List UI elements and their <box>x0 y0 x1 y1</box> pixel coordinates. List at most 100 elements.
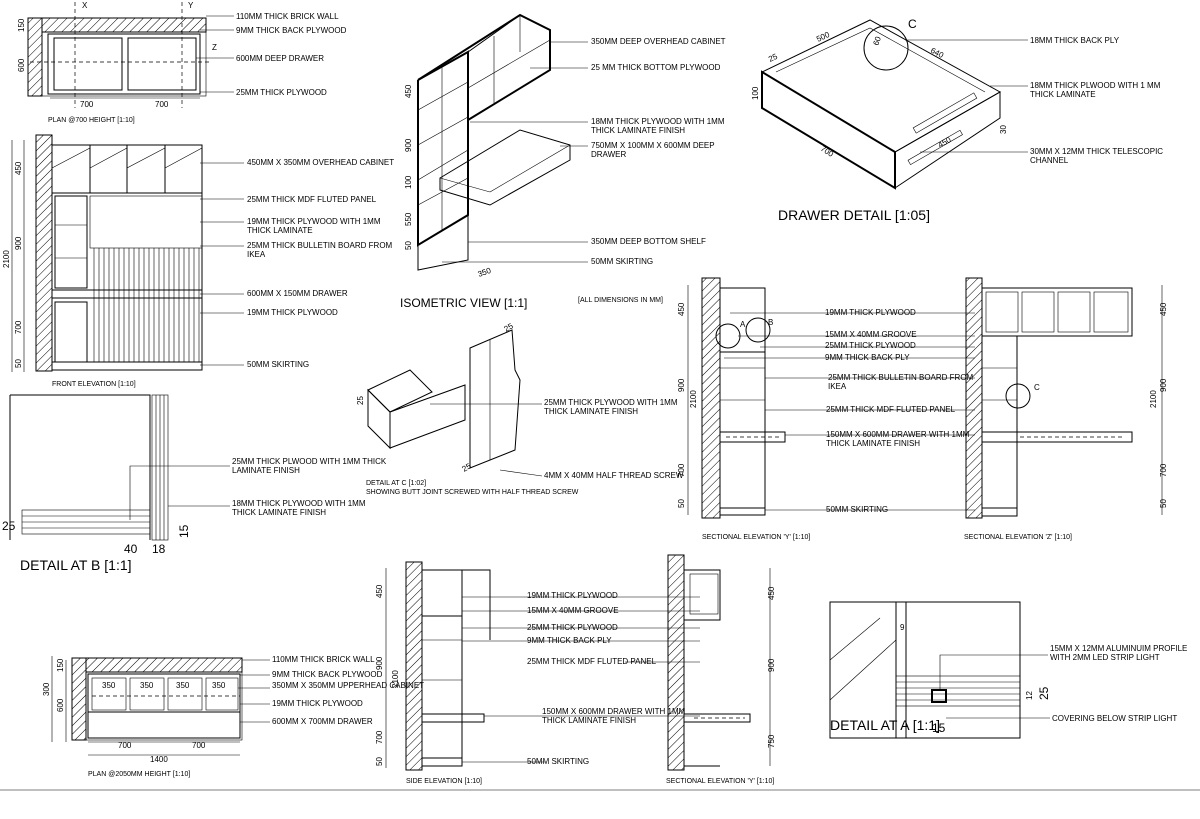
secy-label-mdf: 25MM THICK MDF FLUTED PANEL <box>826 405 956 414</box>
dim: 25 <box>356 396 365 405</box>
plan2050-label-cabinet: 350MM X 350MM UPPERHEAD CABINET <box>272 681 424 690</box>
front-label-skirting: 50MM SKIRTING <box>247 360 309 369</box>
dim: 350 <box>102 681 116 690</box>
dim: 15 <box>177 524 191 538</box>
dim: 900 <box>375 656 384 670</box>
dim: 150 <box>17 18 26 32</box>
dim: 450 <box>937 135 954 150</box>
dim: 25 <box>503 321 516 334</box>
front-label-plywood: 19MM THICK PLYWOOD <box>247 308 338 317</box>
dim: 450 <box>14 161 23 175</box>
dim: 12 <box>1025 691 1034 700</box>
dim: 700 <box>375 730 384 744</box>
dim: 900 <box>404 138 413 152</box>
sectional-z-title: SECTIONAL ELEVATION 'Z' [1:10] <box>964 534 1072 541</box>
dim: 25 <box>767 52 779 64</box>
dim: 700 <box>155 100 169 109</box>
detail-a-title: DETAIL AT A [1:1] <box>830 717 940 733</box>
dim: 1400 <box>150 755 168 764</box>
side-label-backply: 9MM THICK BACK PLY <box>527 636 612 645</box>
plan700-title: PLAN @700 HEIGHT [1:10] <box>48 117 135 124</box>
dim: 600 <box>17 58 26 72</box>
dim: 150 <box>56 658 65 672</box>
secy-label-backply: 9MM THICK BACK PLY <box>825 353 910 362</box>
sectional-y-bottom-view: 450 900 750 SECTIONAL ELEVATION 'Y' [1:1… <box>666 554 776 785</box>
dim: 750 <box>767 734 776 748</box>
dim: 450 <box>404 84 413 98</box>
dimensions-note: [ALL DIMENSIONS IN MM] <box>578 297 663 304</box>
sectional-y-top-view: A B 450 900 2100 700 50 19MM THICK PLYWO… <box>677 277 975 541</box>
dim: 640 <box>929 46 945 60</box>
plan2050-label-plywood: 19MM THICK PLYWOOD <box>272 699 363 708</box>
marker-b: B <box>768 318 773 327</box>
drawer-detail-view: C 500 640 25 60 100 700 30 450 18MM THIC… <box>751 17 1163 223</box>
dim: 700 <box>14 320 23 334</box>
dim: 30 <box>999 125 1008 134</box>
marker-a: A <box>740 320 746 329</box>
front-label-overhead: 450MM X 350MM OVERHEAD CABINET <box>247 158 394 167</box>
axis-z-label: Z <box>212 43 217 52</box>
secy-label-skirting: 50MM SKIRTING <box>826 505 888 514</box>
detail-a-view: 9 12 25 15 15MM X 12MM ALUMINUIM PROFILE… <box>829 601 1187 739</box>
marker-c: C <box>1034 383 1040 392</box>
plan700-label-plywood: 25MM THICK PLYWOOD <box>236 88 327 97</box>
dim: 700 <box>118 741 132 750</box>
dim: 40 <box>124 542 138 556</box>
iso-label-shelf: 350MM DEEP BOTTOM SHELF <box>591 237 706 246</box>
dim: 900 <box>14 236 23 250</box>
drawer-label-backply: 18MM THICK BACK PLY <box>1030 36 1120 45</box>
isometric-view: 450 900 100 550 50 350 350MM DEEP OVERHE… <box>400 13 726 310</box>
dim: 600 <box>56 698 65 712</box>
dim: 700 <box>677 463 686 477</box>
front-elevation-title: FRONT ELEVATION [1:10] <box>52 381 136 388</box>
dim: 450 <box>767 586 776 600</box>
side-elevation-title: SIDE ELEVATION [1:10] <box>406 778 482 785</box>
dim: 25 <box>2 519 16 533</box>
dim: 2100 <box>689 390 698 408</box>
dim: 25 <box>461 461 474 474</box>
dim: 100 <box>751 86 760 100</box>
plan700-label-backply: 9MM THICK BACK PLYWOOD <box>236 26 347 35</box>
dim: 700 <box>819 144 836 159</box>
dim: 700 <box>192 741 206 750</box>
side-label-groove: 15MM X 40MM GROOVE <box>527 606 619 615</box>
secy-label-groove: 15MM X 40MM GROOVE <box>825 330 917 339</box>
side-elevation-view: 450 900 2100 700 50 19MM THICK PLYWOOD 1… <box>375 561 700 785</box>
dim: 900 <box>767 658 776 672</box>
dim: 900 <box>1159 378 1168 392</box>
dim: 700 <box>80 100 94 109</box>
dim: 550 <box>404 212 413 226</box>
sectional-y-bottom-title: SECTIONAL ELEVATION 'Y' [1:10] <box>666 778 774 785</box>
detail-c-subtitle: SHOWING BUTT JOINT SCREWED WITH HALF THR… <box>366 489 579 496</box>
dim: 700 <box>1159 463 1168 477</box>
plan2050-label-drawer: 600MM X 700MM DRAWER <box>272 717 373 726</box>
secy-label-plywood-25: 25MM THICK PLYWOOD <box>825 341 916 350</box>
dim: 500 <box>815 30 831 44</box>
side-label-plywood: 19MM THICK PLYWOOD <box>527 591 618 600</box>
dim: 350 <box>212 681 226 690</box>
side-label-mdf: 25MM THICK MDF FLUTED PANEL <box>527 657 657 666</box>
dim: 350 <box>477 266 493 279</box>
plan2050-label-backply: 9MM THICK BACK PLYWOOD <box>272 670 383 679</box>
dim: 15 <box>932 721 946 735</box>
dim: 450 <box>1159 302 1168 316</box>
iso-label-overhead: 350MM DEEP OVERHEAD CABINET <box>591 37 726 46</box>
dim: 2100 <box>391 670 400 688</box>
secy-label-plywood: 19MM THICK PLYWOOD <box>825 308 916 317</box>
axis-x-label: X <box>82 1 88 10</box>
dim: 300 <box>42 682 51 696</box>
dim: 2100 <box>2 250 11 268</box>
plan-2050-view: 350 350 350 350 150 300 600 700 700 1400… <box>42 655 424 778</box>
iso-label-bottom-ply: 25 MM THICK BOTTOM PLYWOOD <box>591 63 721 72</box>
dim: 60 <box>871 35 883 47</box>
